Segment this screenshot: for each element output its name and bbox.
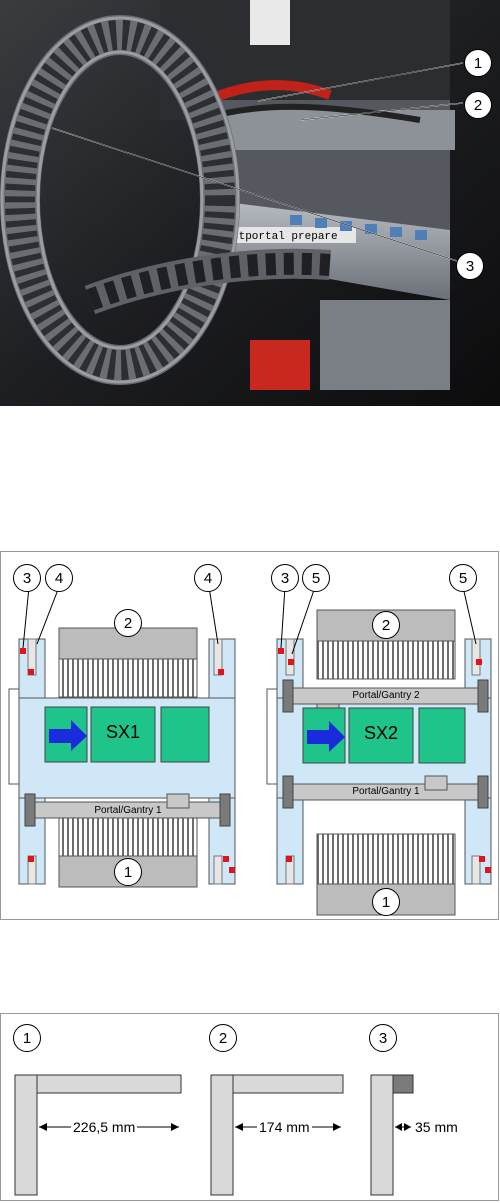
red-actuator [250,340,310,390]
right-center-label: SX2 [349,723,413,744]
right-bottom-unit-number: 1 [372,888,400,916]
left-center-label: SX1 [91,722,155,743]
right-marker-5b: 5 [449,564,477,592]
right-gantry-top-label: Portal/Gantry 2 [285,690,487,701]
machine-photo: stportal prepare 1 2 3 [0,0,500,406]
photo-callout-2: 2 [464,91,492,119]
dimension-number-3: 3 [369,1024,397,1052]
right-gantry-bottom-label: Portal/Gantry 1 [285,786,487,797]
right-top-unit-number: 2 [372,611,400,639]
left-bottom-unit-number: 1 [114,858,142,886]
gantry-diagram-panel: 3 4 4 2 1 SX1 Portal/Gantry 1 3 5 5 2 1 … [0,551,499,920]
photo-label-text: stportal prepare [232,231,338,243]
right-marker-5a: 5 [302,564,330,592]
dimension-number-2: 2 [209,1024,237,1052]
left-gantry-label: Portal/Gantry 1 [27,805,229,816]
dimension-value-1: 226,5 mm [71,1119,137,1135]
machine-photo-illustration: stportal prepare [0,0,500,406]
dimension-value-2: 174 mm [257,1119,312,1135]
dimension-number-1: 1 [13,1024,41,1052]
gantry-diagram [1,552,498,919]
right-marker-3: 3 [271,564,299,592]
left-marker-4b: 4 [194,564,222,592]
dimensions-panel: 1 2 3 226,5 mm 174 mm 35 mm [0,1013,499,1201]
dimension-drawings [1,1014,498,1200]
photo-callout-3: 3 [456,252,484,280]
photo-callout-1: 1 [464,49,492,77]
left-top-unit-number: 2 [114,609,142,637]
left-marker-3: 3 [13,564,41,592]
left-marker-4a: 4 [45,564,73,592]
dimension-value-3: 35 mm [415,1119,458,1135]
